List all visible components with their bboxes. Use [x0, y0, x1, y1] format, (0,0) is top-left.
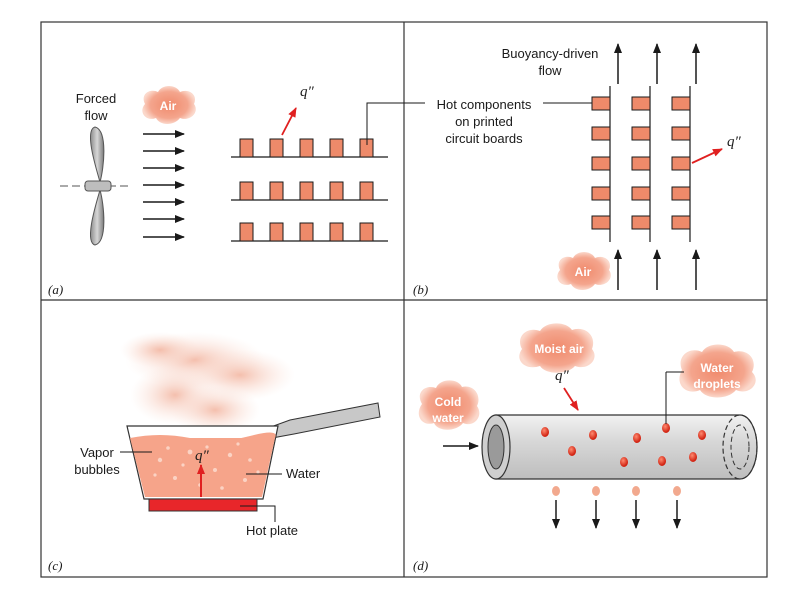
panel-d: Moist air q″ Cold water Water droplets [413, 323, 758, 573]
cold-water-cloud: Cold water [418, 380, 480, 430]
fan-icon [60, 126, 132, 246]
steam-cloud [120, 332, 295, 435]
cold-pipe [481, 414, 758, 480]
heat-flux-arrow-d [563, 387, 579, 411]
water-droplets-label-line2: droplets [693, 377, 741, 391]
heat-flux-label-b: q″ [727, 134, 742, 150]
panel-label-b: (b) [413, 282, 428, 297]
buoyancy-arrows-bottom [614, 249, 700, 290]
horizontal-boards [231, 138, 388, 242]
buoyancy-arrows-top [614, 43, 700, 84]
hot-components-label: Hot components [437, 97, 532, 112]
panel-label-c: (c) [48, 558, 62, 573]
vapor-bubbles-label: Vapor [80, 445, 114, 460]
air-cloud-a: Air [142, 86, 196, 124]
hot-plate [148, 498, 258, 512]
hot-components-label-line3: circuit boards [445, 131, 523, 146]
panel-a: Forced flow Air [48, 84, 425, 297]
panel-b: Buoyancy-driven flow Hot components on p… [413, 43, 742, 297]
leader-line-a [366, 102, 425, 145]
panel-label-d: (d) [413, 558, 428, 573]
panel-c: q″ Vapor bubbles Water Hot plate (c) [48, 332, 381, 573]
moist-air-cloud: Moist air [519, 323, 595, 373]
heat-flux-label-a: q″ [300, 84, 315, 100]
heat-flux-arrow-a [281, 107, 297, 136]
water-droplets-cloud: Water droplets [679, 344, 756, 398]
heat-flux-arrow-b [691, 148, 723, 164]
water-droplets-label: Water [701, 361, 734, 375]
forced-flow-label-line2: flow [84, 108, 108, 123]
pipe-droplets [541, 423, 706, 467]
vertical-boards [591, 86, 691, 242]
air-cloud-b: Air [557, 252, 611, 290]
buoyancy-flow-label-line2: flow [538, 63, 562, 78]
forced-flow-label: Forced [76, 91, 116, 106]
heat-flux-label-c: q″ [195, 448, 210, 464]
pot-handle [267, 402, 381, 439]
hot-components-label-line2: on printed [455, 114, 513, 129]
water-label: Water [286, 466, 321, 481]
falling-droplets [552, 486, 681, 529]
forced-flow-arrows [143, 130, 185, 241]
air-label-a: Air [160, 99, 177, 113]
air-label-b: Air [575, 265, 592, 279]
cold-water-label: Cold [435, 395, 462, 409]
moist-air-label: Moist air [534, 342, 584, 356]
vapor-bubbles-label-line2: bubbles [74, 462, 120, 477]
heat-flux-label-d: q″ [555, 368, 570, 384]
hot-plate-label: Hot plate [246, 523, 298, 538]
cold-water-label-line2: water [431, 411, 464, 425]
buoyancy-flow-label: Buoyancy-driven [502, 46, 599, 61]
hot-plate-leader [240, 505, 276, 522]
figure-frame [40, 21, 768, 578]
panel-label-a: (a) [48, 282, 63, 297]
